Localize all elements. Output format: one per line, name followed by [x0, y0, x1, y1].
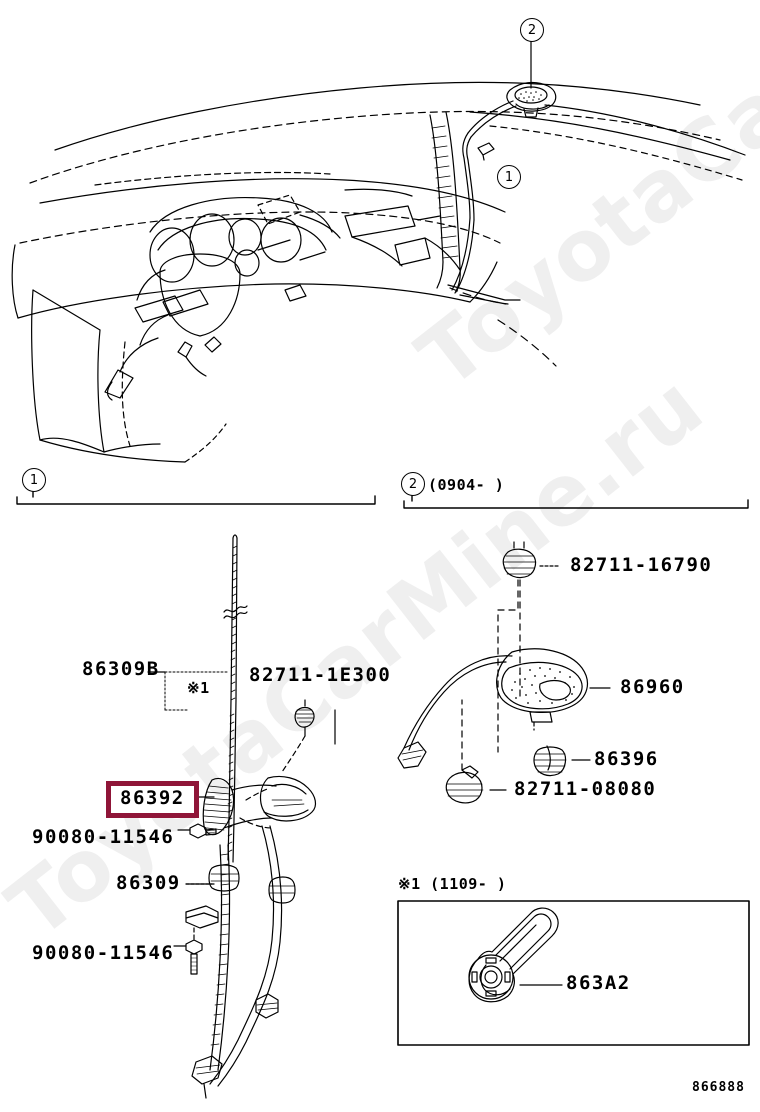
- part-label-86960[interactable]: 86960: [620, 676, 685, 698]
- callout-marker-2-top[interactable]: 2: [520, 18, 544, 42]
- part-label-86309[interactable]: 86309: [116, 872, 181, 894]
- panel-2-date-range: (0904- ): [428, 476, 505, 494]
- left-panel-artwork: [147, 534, 317, 1099]
- part-label-86396[interactable]: 86396: [594, 748, 659, 770]
- inset-note-label: ※1 (1109- ): [398, 875, 507, 893]
- part-label-90080-11546-upper[interactable]: 90080-11546: [32, 826, 175, 848]
- part-label-863a2[interactable]: 863A2: [566, 972, 631, 994]
- part-label-82711-08080[interactable]: 82711-08080: [514, 778, 657, 800]
- part-label-90080-11546-lower[interactable]: 90080-11546: [32, 942, 175, 964]
- part-label-86309b[interactable]: 86309B: [82, 658, 160, 680]
- callout-marker-1-panel[interactable]: 1: [22, 468, 46, 492]
- part-label-82711-16790[interactable]: 82711-16790: [570, 554, 713, 576]
- image-id: 866888: [692, 1080, 745, 1095]
- panel-brackets: [16, 491, 749, 509]
- dashboard-illustration: [11, 39, 746, 463]
- right-panel-artwork: [397, 541, 750, 1046]
- part-label-82711-1e300[interactable]: 82711-1E300: [249, 664, 392, 686]
- callout-marker-1-top[interactable]: 1: [497, 165, 521, 189]
- leader-lines: [185, 709, 336, 885]
- callout-marker-2-panel[interactable]: 2: [401, 472, 425, 496]
- note-ref-1: ※1: [187, 679, 210, 697]
- part-label-86392-highlighted[interactable]: 86392: [106, 781, 199, 818]
